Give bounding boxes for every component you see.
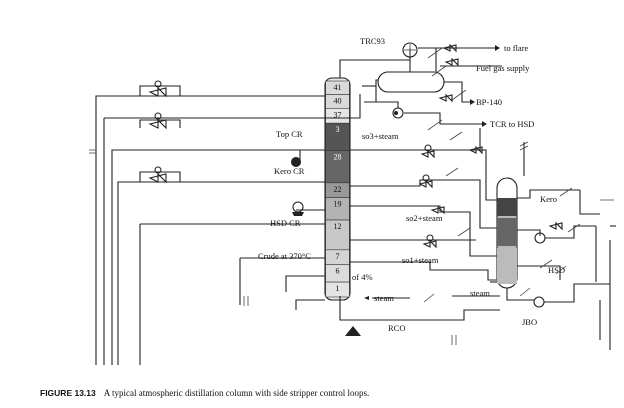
kero-cr-label: Kero CR [274, 166, 305, 176]
crude-label: Crude at 370°C [258, 251, 311, 261]
bp-label: BP-140 [476, 97, 502, 107]
tcr-label: TCR to HSD [490, 119, 534, 129]
diagram-labels: TRC93 to flare Fuel gas supply BP-140 TC… [258, 36, 565, 333]
to-flare-label: to flare [504, 43, 529, 53]
tray-label: 7 [336, 252, 340, 261]
column-section [325, 281, 350, 298]
trc-label: TRC93 [360, 36, 385, 46]
so2-label: so2+steam [406, 213, 443, 223]
steam-bottom-label: steam [374, 293, 394, 303]
hsd-label: HSD [548, 265, 565, 275]
figure-number: FIGURE 13.13 [40, 388, 96, 398]
jbo-label: JBO [522, 317, 537, 327]
so1-label: so1+steam [402, 255, 439, 265]
steam-stripper-label: steam [470, 288, 490, 298]
tray-label: 40 [334, 97, 342, 106]
main-column: 41 40 37 3 28 22 19 12 7 6 1 [324, 77, 351, 301]
of4-label: of 4% [352, 272, 373, 282]
tray-label: 3 [336, 125, 340, 134]
bottom-piping [243, 265, 601, 345]
top-cr-label: Top CR [276, 129, 303, 139]
figure-caption-text: A typical atmospheric distillation colum… [103, 388, 370, 398]
tray-label: 37 [334, 110, 342, 119]
kero-label: Kero [540, 194, 557, 204]
so3-label: so3+steam [362, 131, 399, 141]
fuel-gas-label: Fuel gas supply [476, 63, 530, 73]
distillation-diagram: 41 40 37 3 28 22 19 12 7 6 1 [89, 36, 616, 365]
tray-label: 6 [336, 267, 340, 276]
figure-caption: FIGURE 13.13 A typical atmospheric distil… [40, 388, 369, 398]
tray-label: 41 [334, 83, 342, 92]
tray-label: 19 [334, 200, 342, 209]
left-piping [89, 85, 325, 365]
overhead-system [325, 42, 502, 131]
pumps [291, 107, 546, 336]
tray-label: 22 [334, 185, 342, 194]
hsd-cr-label: HSD CR [270, 218, 301, 228]
tray-label: 12 [334, 222, 342, 231]
tray-label: 28 [334, 153, 342, 162]
rco-label: RCO [388, 323, 405, 333]
side-stripper [350, 128, 616, 350]
tray-label: 1 [336, 284, 340, 293]
left-control-valves [148, 80, 167, 184]
